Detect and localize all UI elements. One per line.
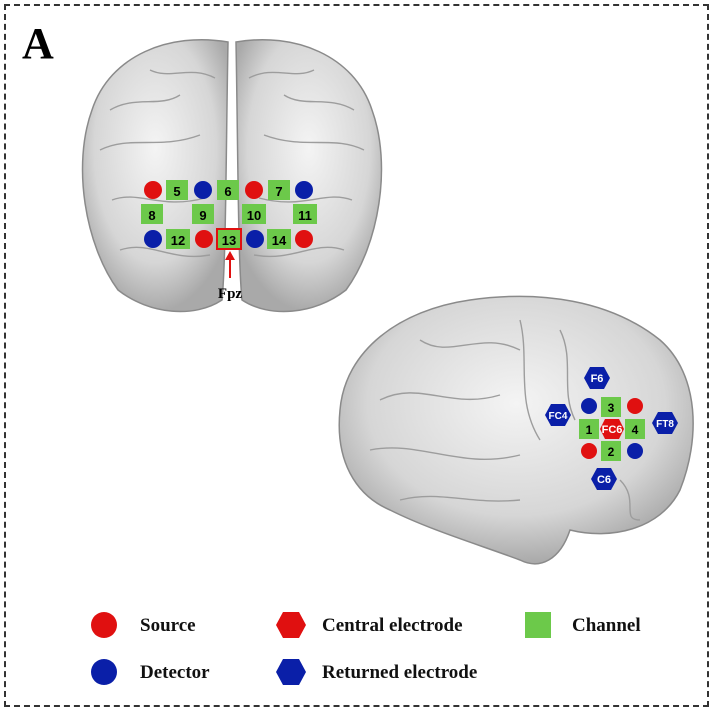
legend-detector-icon: [91, 659, 117, 685]
central-electrode: FC6: [600, 419, 624, 439]
source-dot: [581, 443, 597, 459]
side-gyri: [369, 319, 641, 521]
channel-2: [601, 441, 621, 461]
legend-central-icon: [276, 612, 306, 638]
returned-electrode-c6: [591, 468, 617, 490]
detector-dot: [295, 181, 313, 199]
side-channels: 3 1 4 2: [579, 397, 645, 461]
returned-electrode-fc4: [545, 404, 571, 426]
source-dot: [627, 398, 643, 414]
channel-12: [166, 229, 190, 249]
channel-10: [242, 204, 266, 224]
detector-dot: [144, 230, 162, 248]
legend-channel-icon: [525, 612, 551, 638]
front-optodes: [144, 181, 313, 248]
central-electrode-label: FC6: [602, 424, 623, 436]
detector-dot: [581, 398, 597, 414]
figure-frame: [4, 4, 709, 707]
returned-electrode-ft8: [652, 412, 678, 434]
channel-7: [268, 180, 290, 200]
channel-14-label: 14: [272, 233, 287, 248]
detector-dot: [194, 181, 212, 199]
channel-13: [216, 228, 242, 250]
legend-returned-icon: [276, 659, 306, 685]
channel-4: [625, 419, 645, 439]
channel-12-label: 12: [171, 233, 185, 248]
front-gyri: [99, 69, 365, 258]
source-dot: [245, 181, 263, 199]
channel-8: [141, 204, 163, 224]
returned-electrode-ft8-label: FT8: [656, 419, 674, 430]
channel-11: [293, 204, 317, 224]
source-dot: [295, 230, 313, 248]
legend-central-label: Central electrode: [322, 615, 463, 636]
fpz-marker: Fpz: [218, 251, 243, 302]
channel-13-label: 13: [222, 233, 236, 248]
detector-dot: [627, 443, 643, 459]
channel-9: [192, 204, 214, 224]
returned-electrode-c6-label: C6: [597, 474, 611, 486]
fpz-arrowhead: [225, 251, 235, 260]
channel-3-label: 3: [608, 401, 615, 415]
returned-electrode-f6: [584, 367, 610, 389]
side-optodes: [581, 398, 643, 459]
legend-source-icon: [91, 612, 117, 638]
returned-electrodes: F6 FC4 FT8 C6: [545, 367, 678, 490]
channel-8-label: 8: [148, 208, 155, 223]
channel-9-label: 9: [199, 208, 206, 223]
panel-letter: A: [22, 19, 54, 68]
front-channels: 5 6 7 8 9 10 11 12 13 14: [141, 180, 317, 250]
channel-7-label: 7: [275, 184, 282, 199]
returned-electrode-f6-label: F6: [591, 373, 604, 385]
legend-symbols: [91, 612, 551, 685]
detector-dot: [246, 230, 264, 248]
channel-1: [579, 419, 599, 439]
right-hemisphere: [235, 38, 383, 313]
front-brain: [81, 38, 383, 313]
channel-5-label: 5: [173, 184, 180, 199]
channel-2-label: 2: [608, 445, 615, 459]
channel-6-label: 6: [224, 184, 231, 199]
source-dot: [195, 230, 213, 248]
legend-source-label: Source: [140, 615, 196, 636]
fpz-label: Fpz: [218, 286, 243, 302]
channel-5: [166, 180, 188, 200]
legend-channel-label: Channel: [572, 615, 641, 636]
channel-11-label: 11: [298, 208, 312, 223]
channel-6: [217, 180, 239, 200]
channel-10-label: 10: [247, 208, 261, 223]
channel-14: [267, 229, 291, 249]
left-hemisphere: [81, 38, 229, 313]
source-dot: [144, 181, 162, 199]
returned-electrode-fc4-label: FC4: [549, 411, 568, 422]
legend-returned-label: Returned electrode: [322, 662, 478, 683]
channel-3: [601, 397, 621, 417]
legend-detector-label: Detector: [140, 662, 210, 683]
channel-1-label: 1: [586, 423, 593, 437]
side-brain: [338, 295, 694, 565]
central-electrode-hexagon: [600, 419, 624, 439]
channel-4-label: 4: [632, 423, 639, 437]
